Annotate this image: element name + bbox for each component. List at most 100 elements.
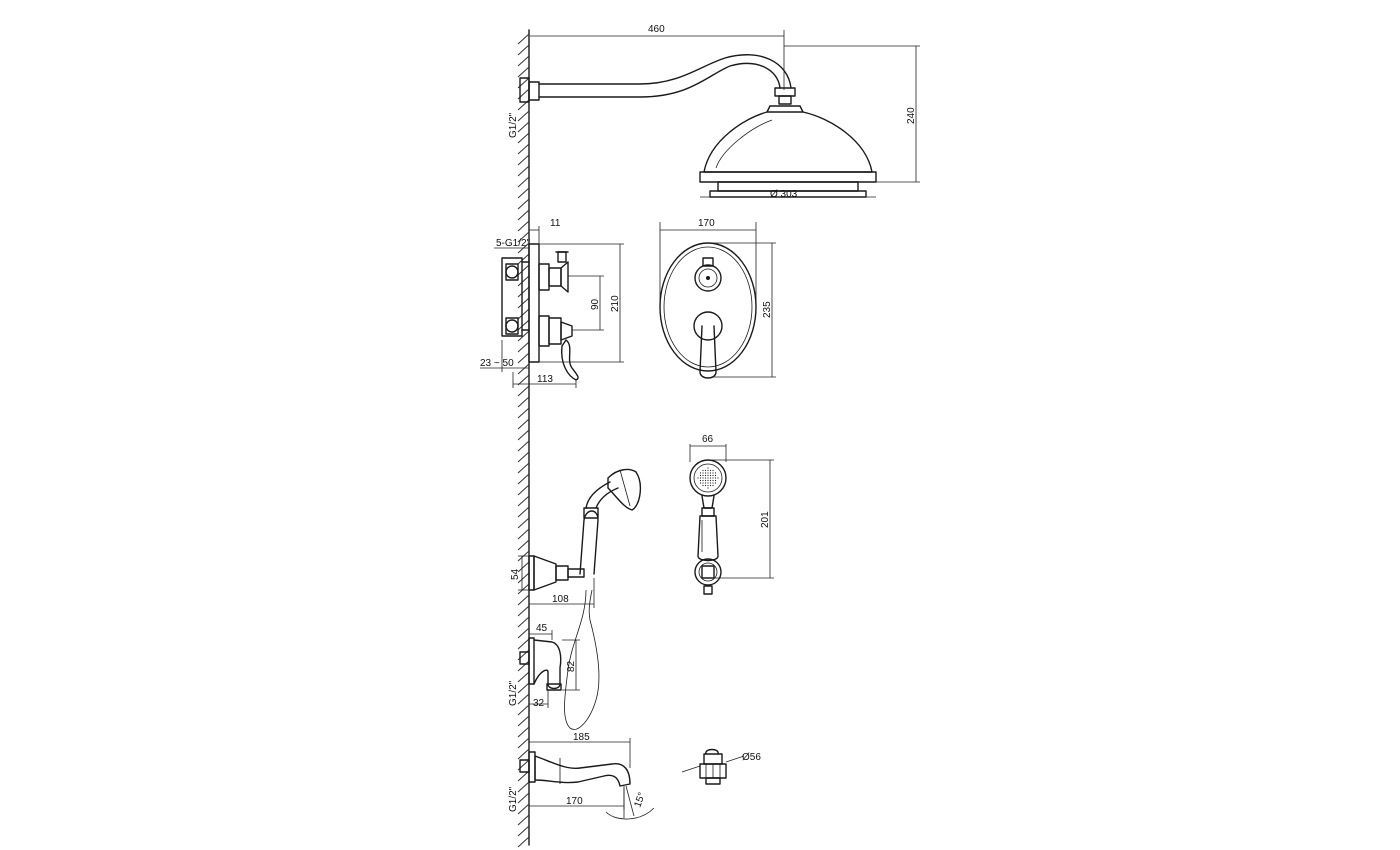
hatch-line	[517, 286, 530, 298]
dimension-handle-spacing: 90	[568, 275, 604, 331]
nozzle-dot	[707, 477, 709, 479]
hatch-line	[517, 462, 530, 474]
dimension-head-height: 240	[784, 45, 920, 183]
nozzle-dot	[697, 477, 699, 479]
hatch-line	[517, 693, 530, 705]
hatch-line	[517, 55, 530, 67]
nozzle-dot	[709, 484, 712, 487]
hatch-line	[517, 539, 530, 551]
hatch-line	[517, 319, 530, 331]
nozzle-dot	[704, 469, 707, 472]
dimension-head-diameter: Ø 303	[700, 189, 876, 200]
label-wall-thread-mid: G1/2"	[508, 680, 519, 706]
dimension-mixer-depth: 113	[512, 372, 577, 388]
label-outlet-width: 45	[536, 623, 548, 634]
nozzle-dot	[714, 482, 717, 484]
nozzle-dots	[697, 467, 719, 489]
bath-spout	[519, 751, 631, 787]
nozzle-dot	[699, 477, 702, 479]
nozzle-dot	[702, 482, 704, 484]
hatch-line	[517, 33, 530, 45]
hatch-line	[517, 528, 530, 540]
nozzle-dot	[704, 472, 707, 474]
wall-hatching	[517, 33, 530, 848]
hatch-line	[517, 418, 530, 430]
dimension-plate-height: 235	[712, 242, 776, 378]
dimension-hand-length: 201	[712, 459, 774, 579]
label-plate-offset: 11	[550, 218, 561, 229]
nozzle-dot	[714, 472, 717, 474]
hatch-line	[517, 627, 530, 639]
nozzle-dot	[699, 482, 702, 484]
dimension-holder-depth: 108	[529, 578, 595, 608]
hand-shower-front	[689, 459, 727, 595]
hand-shower-side	[579, 468, 642, 575]
wall	[517, 29, 530, 848]
label-flange-diameter: Ø56	[742, 752, 761, 763]
hatch-line	[517, 825, 530, 837]
hatch-line	[517, 803, 530, 815]
nozzle-dot	[707, 479, 709, 482]
hatch-line	[517, 176, 530, 188]
hatch-line	[517, 341, 530, 353]
dimension-outlet-size: 32	[529, 690, 549, 709]
hatch-line	[517, 220, 530, 232]
hatch-line	[517, 704, 530, 716]
label-outlet-height: 82	[566, 660, 577, 672]
hatch-line	[517, 352, 530, 364]
nozzle-dot	[712, 469, 714, 472]
hatch-line	[517, 726, 530, 738]
nozzle-dot	[702, 472, 704, 474]
nozzle-dot	[714, 477, 717, 479]
label-spout-reach: 170	[566, 796, 583, 807]
nozzle-dot	[717, 477, 719, 479]
nozzle-dot	[707, 467, 709, 469]
hatch-line	[517, 671, 530, 683]
label-embed-depth: 23 ~ 50	[480, 358, 514, 369]
label-mixer-depth: 113	[537, 374, 553, 385]
hatch-line	[517, 143, 530, 155]
label-holder-depth: 108	[552, 594, 569, 605]
dimension-embed-depth: 23 ~ 50	[480, 340, 529, 372]
dimension-flange-diameter: Ø56	[681, 752, 761, 773]
hatch-line	[517, 605, 530, 617]
wall-outlet-elbow	[519, 637, 562, 691]
hatch-line	[517, 594, 530, 606]
shower-hose	[564, 589, 600, 730]
nozzle-dot	[709, 482, 712, 484]
label-handle-spacing: 90	[590, 298, 601, 310]
label-spout-length: 185	[573, 732, 590, 743]
nozzle-dot	[704, 477, 707, 479]
hatch-line	[517, 385, 530, 397]
hatch-line	[517, 495, 530, 507]
hatch-line	[517, 187, 530, 199]
nozzle-dot	[702, 474, 704, 477]
hatch-line	[517, 308, 530, 320]
hatch-line	[517, 374, 530, 386]
hatch-line	[517, 638, 530, 650]
hatch-line	[517, 583, 530, 595]
overhead-shower-arm	[519, 54, 796, 105]
hatch-line	[517, 396, 530, 408]
dimension-mixer-height: 210	[539, 243, 624, 363]
nozzle-dot	[707, 469, 709, 472]
nozzle-dot	[712, 472, 714, 474]
hatch-line	[517, 660, 530, 672]
label-spout-angle: 15°	[632, 791, 648, 809]
mixer-lever-front	[693, 311, 723, 379]
hatch-line	[517, 330, 530, 342]
hatch-line	[517, 209, 530, 221]
hatch-line	[517, 451, 530, 463]
dimension-spout-angle: 15°	[605, 785, 655, 820]
nozzle-dot	[712, 482, 714, 484]
dimension-plate-offset: 11	[529, 218, 561, 244]
nozzle-dot	[714, 479, 717, 482]
hatch-line	[517, 253, 530, 265]
nozzle-dot	[709, 479, 712, 482]
dimension-mixer-ports: 5-G1/2"	[494, 238, 531, 249]
dimension-outlet-height: 82	[562, 639, 580, 691]
hatch-line	[517, 814, 530, 826]
label-head-height: 240	[906, 107, 917, 124]
nozzle-dot	[702, 479, 704, 482]
hatch-line	[517, 572, 530, 584]
